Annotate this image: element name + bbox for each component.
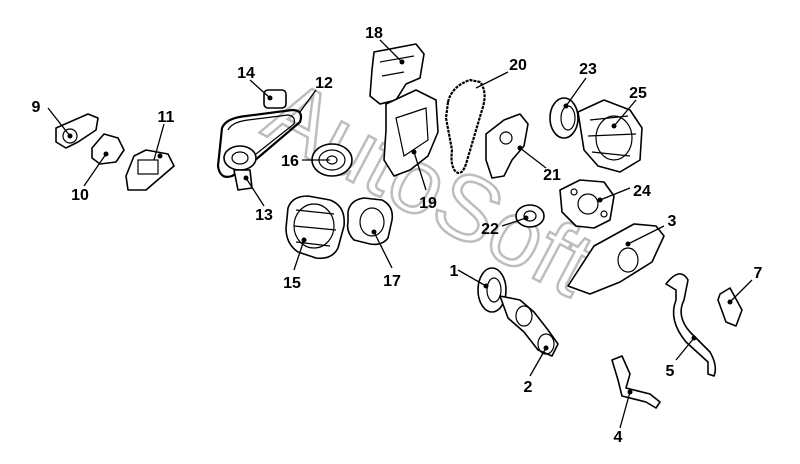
callout-7: 7 [754,265,763,282]
part-12-drive-belt [216,108,303,178]
part-13-tensioner [223,145,257,191]
callout-21: 21 [543,167,561,184]
part-11-bracket [125,149,175,191]
callout-20: 20 [509,57,527,74]
callout-10: 10 [71,187,89,204]
callout-12: 12 [315,75,333,92]
part-18-upper-cover [369,43,425,105]
callout-19: 19 [419,195,437,212]
part-21-rear-plate [485,113,529,179]
part-14-idler [263,89,287,109]
part-17-steering-pump [346,197,394,246]
callout-23: 23 [579,61,597,78]
part-23-ac-pulley [549,97,579,139]
callout-5: 5 [666,363,675,380]
callout-25: 25 [629,85,647,102]
callout-22: 22 [481,221,499,238]
part-2-crankshaft [499,295,559,357]
callout-16: 16 [281,153,299,170]
part-25-ac-compressor [577,99,643,173]
callout-17: 17 [383,273,401,290]
callout-labels: 9 10 11 14 12 13 16 15 17 18 19 20 21 22… [32,25,763,446]
callout-13: 13 [255,207,273,224]
part-20-timing-belt [444,78,486,175]
callout-9: 9 [32,99,41,116]
part-4-pipe [611,355,661,409]
part-24-water-pump [559,179,615,229]
part-1-crank-pulley [477,267,507,313]
leader-lines [47,39,753,429]
part-10-mount [91,133,125,165]
part-5-hose [665,273,717,377]
callout-15: 15 [283,275,301,292]
callout-4: 4 [614,429,623,446]
callout-3: 3 [668,213,677,230]
part-15-alternator [285,195,346,260]
part-9-mount-bracket [55,113,99,149]
callout-24: 24 [633,183,651,200]
callout-11: 11 [158,109,175,126]
part-22-bush [515,204,545,228]
callout-14: 14 [237,65,255,82]
part-19-timing-cover [383,89,439,177]
callout-1: 1 [450,263,459,280]
callout-18: 18 [365,25,383,42]
callout-2: 2 [524,379,533,396]
